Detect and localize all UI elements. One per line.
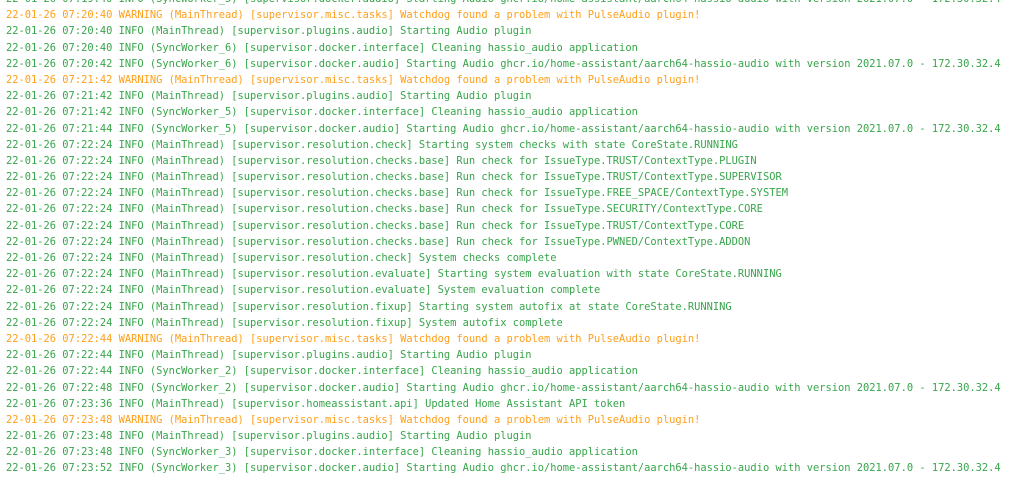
log-line-info: 22-01-26 07:22:24 INFO (MainThread) [sup…: [6, 171, 782, 184]
log-line-info: 22-01-26 07:22:24 INFO (MainThread) [sup…: [6, 219, 745, 232]
log-line-info: 22-01-26 07:19:40 INFO (SyncWorker_5) [s…: [6, 0, 1024, 7]
log-line-info: 22-01-26 07:20:40 INFO (SyncWorker_6) [s…: [6, 41, 638, 54]
log-line-info: 22-01-26 07:22:44 INFO (SyncWorker_2) [s…: [6, 365, 638, 378]
log-line-info: 22-01-26 07:22:24 INFO (MainThread) [sup…: [6, 316, 563, 329]
log-line-warning: 22-01-26 07:20:40 WARNING (MainThread) […: [6, 9, 701, 22]
log-line-info: 22-01-26 07:23:52 INFO (SyncWorker_3) [s…: [6, 462, 1001, 475]
log-line-info: 22-01-26 07:22:24 INFO (MainThread) [sup…: [6, 203, 763, 216]
log-line-info: 22-01-26 07:21:42 INFO (MainThread) [sup…: [6, 90, 532, 103]
log-line-warning: 22-01-26 07:22:44 WARNING (MainThread) […: [6, 332, 701, 345]
log-line-info: 22-01-26 07:22:48 INFO (SyncWorker_2) [s…: [6, 381, 1001, 394]
log-line-info: 22-01-26 07:22:24 INFO (MainThread) [sup…: [6, 187, 788, 200]
log-line-info: 22-01-26 07:22:24 INFO (MainThread) [sup…: [6, 300, 732, 313]
log-viewer: 22-01-26 07:19:40 INFO (SyncWorker_5) [s…: [6, 0, 1024, 477]
log-line-info: 22-01-26 07:22:44 INFO (MainThread) [sup…: [6, 349, 532, 362]
log-line-info: 22-01-26 07:22:24 INFO (MainThread) [sup…: [6, 138, 738, 151]
log-line-warning: 22-01-26 07:21:42 WARNING (MainThread) […: [6, 73, 701, 86]
log-line-info: 22-01-26 07:21:44 INFO (SyncWorker_5) [s…: [6, 122, 1001, 135]
log-line-info: 22-01-26 07:20:42 INFO (SyncWorker_6) [s…: [6, 57, 1001, 70]
log-line-info: 22-01-26 07:22:24 INFO (MainThread) [sup…: [6, 154, 757, 167]
log-line-info: 22-01-26 07:22:24 INFO (MainThread) [sup…: [6, 284, 601, 297]
log-line-info: 22-01-26 07:22:24 INFO (MainThread) [sup…: [6, 235, 751, 248]
log-line-info: 22-01-26 07:21:42 INFO (SyncWorker_5) [s…: [6, 106, 638, 119]
log-line-info: 22-01-26 07:23:36 INFO (MainThread) [sup…: [6, 397, 626, 410]
log-line-info: 22-01-26 07:22:24 INFO (MainThread) [sup…: [6, 252, 557, 264]
log-line-info: 22-01-26 07:22:24 INFO (MainThread) [sup…: [6, 268, 782, 281]
log-line-info: 22-01-26 07:23:48 INFO (SyncWorker_3) [s…: [6, 446, 638, 459]
log-line-warning: 22-01-26 07:23:48 WARNING (MainThread) […: [6, 413, 701, 426]
log-line-info: 22-01-26 07:20:40 INFO (MainThread) [sup…: [6, 25, 532, 38]
log-line-info: 22-01-26 07:23:48 INFO (MainThread) [sup…: [6, 430, 532, 443]
